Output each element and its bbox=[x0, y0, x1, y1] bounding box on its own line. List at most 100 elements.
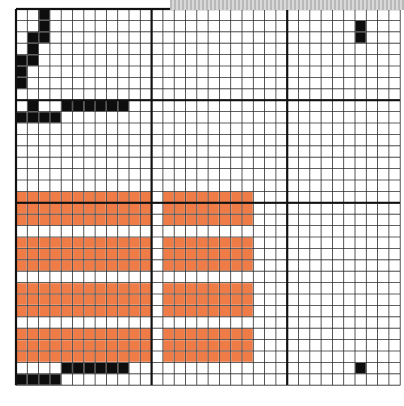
weave-cell bbox=[96, 352, 106, 362]
weave-cell bbox=[141, 352, 151, 362]
weave-cell bbox=[17, 260, 27, 270]
weave-cell bbox=[220, 192, 230, 202]
weave-cell bbox=[186, 249, 196, 259]
weave-cell bbox=[243, 295, 253, 305]
weave-cell bbox=[96, 192, 106, 202]
weave-cell bbox=[209, 340, 219, 350]
weave-cell bbox=[96, 260, 106, 270]
weave-cell bbox=[17, 283, 27, 293]
weave-cell bbox=[243, 283, 253, 293]
weave-cell bbox=[62, 283, 72, 293]
weave-cell bbox=[243, 215, 253, 225]
treadling-mark bbox=[107, 101, 117, 111]
weave-cell bbox=[231, 249, 241, 259]
weave-cell bbox=[243, 340, 253, 350]
weave-cell bbox=[220, 329, 230, 339]
weave-cell bbox=[197, 249, 207, 259]
weave-cell bbox=[39, 295, 49, 305]
threading-mark bbox=[17, 78, 27, 88]
weave-cell bbox=[28, 329, 38, 339]
weave-cell bbox=[96, 203, 106, 213]
weave-cell bbox=[39, 203, 49, 213]
weave-cell bbox=[51, 238, 61, 248]
weave-cell bbox=[39, 238, 49, 248]
weave-cell bbox=[209, 352, 219, 362]
weave-cell bbox=[96, 306, 106, 316]
weave-cell bbox=[107, 295, 117, 305]
weave-cell bbox=[17, 306, 27, 316]
weave-cell bbox=[17, 249, 27, 259]
weave-cell bbox=[197, 340, 207, 350]
weave-cell bbox=[51, 295, 61, 305]
bottom-mark bbox=[39, 374, 49, 384]
weave-cell bbox=[118, 329, 128, 339]
weave-cell bbox=[141, 329, 151, 339]
weave-cell bbox=[130, 352, 140, 362]
weave-cell bbox=[73, 306, 83, 316]
weave-cell bbox=[141, 295, 151, 305]
weave-cell bbox=[141, 340, 151, 350]
weave-cell bbox=[51, 329, 61, 339]
treadling-mark bbox=[17, 112, 27, 122]
weave-cell bbox=[220, 238, 230, 248]
weave-cell bbox=[118, 249, 128, 259]
weave-cell bbox=[62, 340, 72, 350]
weave-cell bbox=[51, 249, 61, 259]
weave-cell bbox=[107, 329, 117, 339]
weave-cell bbox=[186, 192, 196, 202]
weave-cell bbox=[186, 329, 196, 339]
weave-cell bbox=[197, 283, 207, 293]
bottom-mark bbox=[28, 374, 38, 384]
weave-cell bbox=[231, 203, 241, 213]
weave-cell bbox=[51, 203, 61, 213]
weave-cell bbox=[130, 295, 140, 305]
weave-cell bbox=[39, 340, 49, 350]
weave-cell bbox=[231, 215, 241, 225]
weave-cell bbox=[118, 306, 128, 316]
weave-cell bbox=[96, 329, 106, 339]
weave-cell bbox=[197, 295, 207, 305]
weave-cell bbox=[186, 306, 196, 316]
treadling-mark bbox=[39, 112, 49, 122]
treadling-mark bbox=[84, 101, 94, 111]
weave-cell bbox=[186, 283, 196, 293]
weave-cell bbox=[84, 295, 94, 305]
weave-cell bbox=[130, 249, 140, 259]
weave-cell bbox=[28, 340, 38, 350]
weave-cell bbox=[51, 340, 61, 350]
threading-mark bbox=[17, 55, 27, 65]
weave-cell bbox=[164, 306, 174, 316]
weave-cell bbox=[118, 295, 128, 305]
threading-mark bbox=[17, 67, 27, 77]
weave-cell bbox=[28, 215, 38, 225]
weave-cell bbox=[84, 306, 94, 316]
weave-cell bbox=[164, 215, 174, 225]
weave-cell bbox=[186, 203, 196, 213]
treadling-mark bbox=[96, 101, 106, 111]
weave-cell bbox=[231, 329, 241, 339]
weave-cell bbox=[84, 283, 94, 293]
weave-cell bbox=[175, 295, 185, 305]
weave-cell bbox=[84, 192, 94, 202]
weave-cell bbox=[186, 238, 196, 248]
weave-cell bbox=[175, 249, 185, 259]
weave-cell bbox=[231, 192, 241, 202]
weave-cell bbox=[220, 295, 230, 305]
weave-cell bbox=[186, 215, 196, 225]
weave-cell bbox=[51, 306, 61, 316]
weave-cell bbox=[130, 329, 140, 339]
weave-cell bbox=[73, 238, 83, 248]
weave-cell bbox=[220, 340, 230, 350]
weave-cell bbox=[62, 329, 72, 339]
weave-cell bbox=[84, 238, 94, 248]
weave-cell bbox=[175, 306, 185, 316]
treadling-mark bbox=[51, 112, 61, 122]
weave-cell bbox=[107, 260, 117, 270]
weave-cell bbox=[84, 340, 94, 350]
bottom-mark bbox=[73, 363, 83, 373]
weave-cell bbox=[197, 329, 207, 339]
weave-cell bbox=[164, 238, 174, 248]
weave-cell bbox=[130, 340, 140, 350]
weave-cell bbox=[130, 306, 140, 316]
weave-cell bbox=[28, 203, 38, 213]
